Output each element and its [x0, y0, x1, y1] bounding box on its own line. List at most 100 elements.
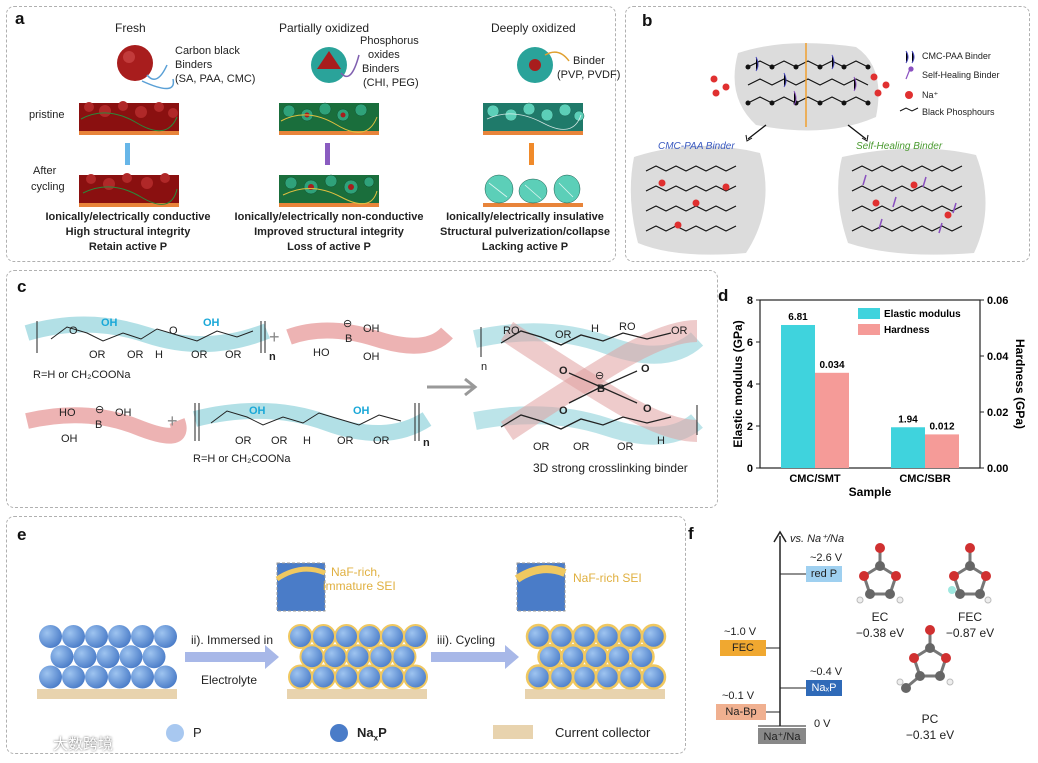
ec-molecule — [856, 543, 904, 604]
step-3-label: iii). Cycling — [437, 633, 496, 647]
legend-swatch — [858, 308, 880, 319]
mol-ec-name: EC — [871, 610, 889, 624]
particle — [62, 625, 85, 649]
sei-rich: NaF-rich SEI — [573, 571, 642, 585]
fresh-prop-3: Retain active P — [88, 241, 168, 253]
level-fec-name: FEC — [732, 642, 754, 654]
watermark: 大数跨境 — [53, 736, 114, 753]
header-deep: Deeply oxidized — [491, 21, 576, 35]
row-label-pristine: pristine — [29, 109, 65, 121]
oh-label: OH — [249, 405, 266, 417]
particle — [391, 644, 417, 670]
y2-tick-label: 0.02 — [987, 407, 1008, 419]
callout-binders-2: Binders — [362, 63, 400, 75]
b-label: B — [597, 383, 605, 395]
minus-label: ⊖ — [95, 404, 105, 416]
y2-tick-label: 0.04 — [987, 351, 1009, 363]
callout-binders: Binders — [175, 59, 213, 71]
panel-e: e ii). Immersed in Electrolyte iii). Cyc… — [6, 516, 686, 754]
legend-current-collector: Current collector — [555, 725, 651, 740]
level-redp-value: ~2.6 V — [810, 552, 843, 564]
mol-ec-energy: −0.38 eV — [855, 626, 905, 640]
particle — [334, 624, 359, 650]
bar-hardness — [815, 372, 849, 468]
oh-label: OH — [115, 407, 132, 419]
legend-naxp: NaxP — [357, 725, 387, 743]
particle — [345, 644, 371, 670]
title-cmc-paa: CMC-PAA Binder — [658, 141, 735, 152]
y-tick-label: 4 — [747, 379, 754, 391]
or-label: OR — [373, 435, 390, 447]
mol-pc-energy: −0.31 eV — [905, 728, 955, 742]
ho-label: HO — [59, 407, 76, 419]
or-label: OR — [671, 325, 688, 337]
y2-tick-label: 0.06 — [987, 295, 1008, 307]
level-zero-name: Na⁺/Na — [763, 731, 801, 743]
particle — [322, 644, 348, 670]
title-self-healing: Self-Healing Binder — [856, 141, 943, 152]
legend-swatch — [858, 324, 880, 335]
panel-a-graphics — [79, 45, 585, 207]
particle — [288, 664, 313, 690]
bar-elastic-modulus — [891, 427, 925, 468]
minus-label: ⊖ — [343, 318, 353, 330]
legend-black-phosphorus: Black Phosphours — [922, 107, 995, 117]
deep-prop-3: Lacking active P — [481, 241, 569, 253]
particle — [73, 645, 97, 669]
panel-b-label: b — [642, 11, 653, 30]
particle — [154, 665, 177, 689]
particle — [85, 665, 108, 689]
panel-d-label: d — [718, 286, 729, 305]
particle — [62, 665, 85, 689]
panel-f-label: f — [688, 524, 694, 543]
fresh-prop-2: High structural integrity — [65, 226, 191, 238]
h-label: H — [155, 349, 163, 361]
level-fec-value: ~1.0 V — [724, 626, 757, 638]
o-label: O — [643, 403, 652, 415]
callout-phosphorus: Phosphorus — [360, 35, 419, 47]
particle — [548, 623, 575, 650]
panel-b: b — [625, 6, 1030, 262]
n-subscript: n — [269, 351, 276, 363]
particle — [403, 664, 428, 690]
b-label: B — [95, 419, 103, 431]
callout-carbon-black: Carbon black — [175, 45, 240, 57]
particle — [594, 623, 621, 650]
particle — [299, 644, 325, 670]
particle — [311, 624, 336, 650]
level-nabp-name: Na-Bp — [725, 706, 757, 718]
particle — [571, 623, 598, 650]
minus-label: ⊖ — [595, 370, 605, 382]
legend-label: Elastic modulus — [884, 309, 961, 320]
or-label: OR — [337, 435, 354, 447]
legend-p: P — [193, 725, 202, 740]
particle — [108, 665, 131, 689]
particle — [368, 644, 394, 670]
particle — [357, 624, 382, 650]
y-tick-label: 2 — [747, 421, 753, 433]
panel-e-graphics — [37, 562, 667, 742]
particle — [85, 625, 108, 649]
x-axis-label: Sample — [849, 485, 892, 499]
o-label: O — [559, 365, 568, 377]
particle — [640, 623, 667, 650]
n-subscript: n — [423, 437, 430, 449]
panel-f: f — [688, 516, 1030, 754]
particle — [119, 645, 143, 669]
particle — [640, 664, 667, 690]
particle — [50, 645, 74, 669]
legend-cmc-paa: CMC-PAA Binder — [922, 51, 991, 61]
or-label: OR — [555, 329, 572, 341]
mol-fec-name: FEC — [958, 610, 982, 624]
or-label: OR — [235, 435, 252, 447]
h-label: H — [657, 435, 665, 447]
particle — [96, 645, 120, 669]
particle — [380, 664, 405, 690]
legend-label: Hardness — [884, 325, 930, 336]
pc-molecule — [896, 625, 954, 693]
particle — [288, 624, 313, 650]
partial-prop-2: Improved structural integrity — [254, 226, 404, 238]
particle — [357, 664, 382, 690]
y-tick-label: 0 — [747, 463, 753, 475]
